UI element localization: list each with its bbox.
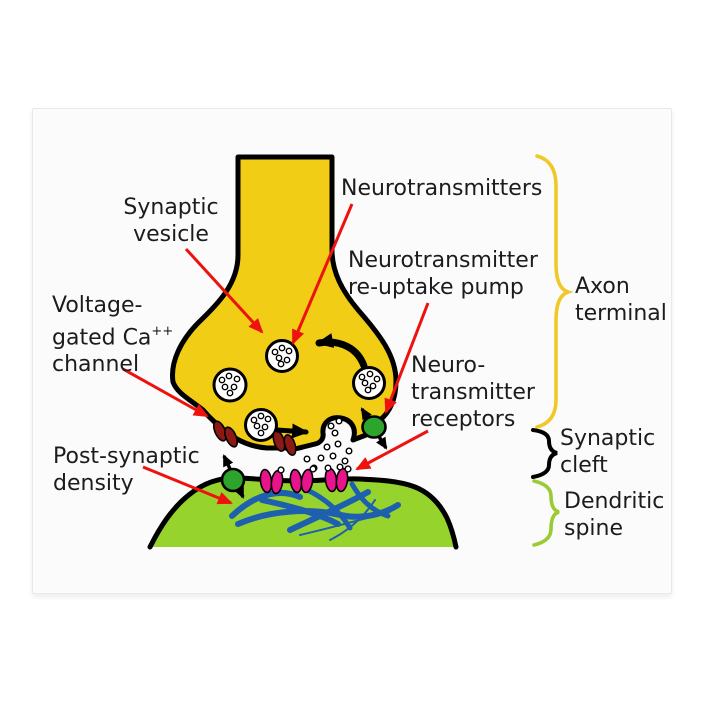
label-reuptake-pump: Neurotransmitter re-uptake pump	[348, 248, 538, 300]
label-post-synaptic-density: Post-synaptic density	[53, 444, 200, 496]
receptor-cluster	[324, 467, 349, 493]
receptor-cluster	[289, 468, 314, 494]
brace-dendritic-spine	[532, 479, 560, 547]
pointer-reuptake-pump	[384, 302, 430, 414]
superscript-plus-plus: ++	[151, 324, 174, 339]
postsynaptic-pump-icon	[220, 454, 246, 499]
neurotransmitter-dots	[277, 417, 353, 474]
pointer-neurotransmitters	[291, 203, 354, 345]
label-axon-terminal: Axon terminal	[575, 274, 667, 326]
pointer-psd	[142, 465, 233, 505]
synaptic-vesicle	[265, 339, 299, 373]
post-synaptic-density-filaments	[229, 481, 401, 541]
synaptic-vesicle	[352, 366, 386, 400]
label-voltage-gated-ca-channel: Voltage- gated Ca++ channel	[52, 293, 174, 378]
neurotransmitter-receptors	[259, 467, 349, 495]
synaptic-vesicle	[212, 367, 248, 403]
brace-synaptic-cleft	[531, 428, 558, 479]
synaptic-vesicle	[244, 408, 278, 442]
brace-axon-terminal	[535, 154, 574, 429]
pointer-synaptic-vesicle	[184, 247, 264, 334]
reuptake-pump-icon	[360, 407, 388, 450]
label-synaptic-cleft: Synaptic cleft	[560, 426, 656, 478]
vesicle-recycle-arrow	[315, 333, 368, 370]
label-dendritic-spine: Dendritic spine	[564, 489, 665, 541]
pointer-arrows	[122, 203, 430, 505]
synaptic-vesicles	[212, 339, 386, 442]
vesicle-release-arrow	[274, 423, 309, 439]
receptor-cluster	[259, 468, 284, 495]
label-synaptic-vesicle: Synaptic vesicle	[123, 195, 219, 247]
label-neurotransmitter-receptors: Neuro- transmitter receptors	[411, 353, 535, 432]
ca-channel-pair	[212, 420, 239, 448]
voltage-gated-ca-channels	[212, 420, 297, 456]
label-neurotransmitters: Neurotransmitters	[341, 176, 543, 201]
pointer-ca-channel	[122, 367, 209, 418]
pointer-receptors	[355, 429, 429, 471]
